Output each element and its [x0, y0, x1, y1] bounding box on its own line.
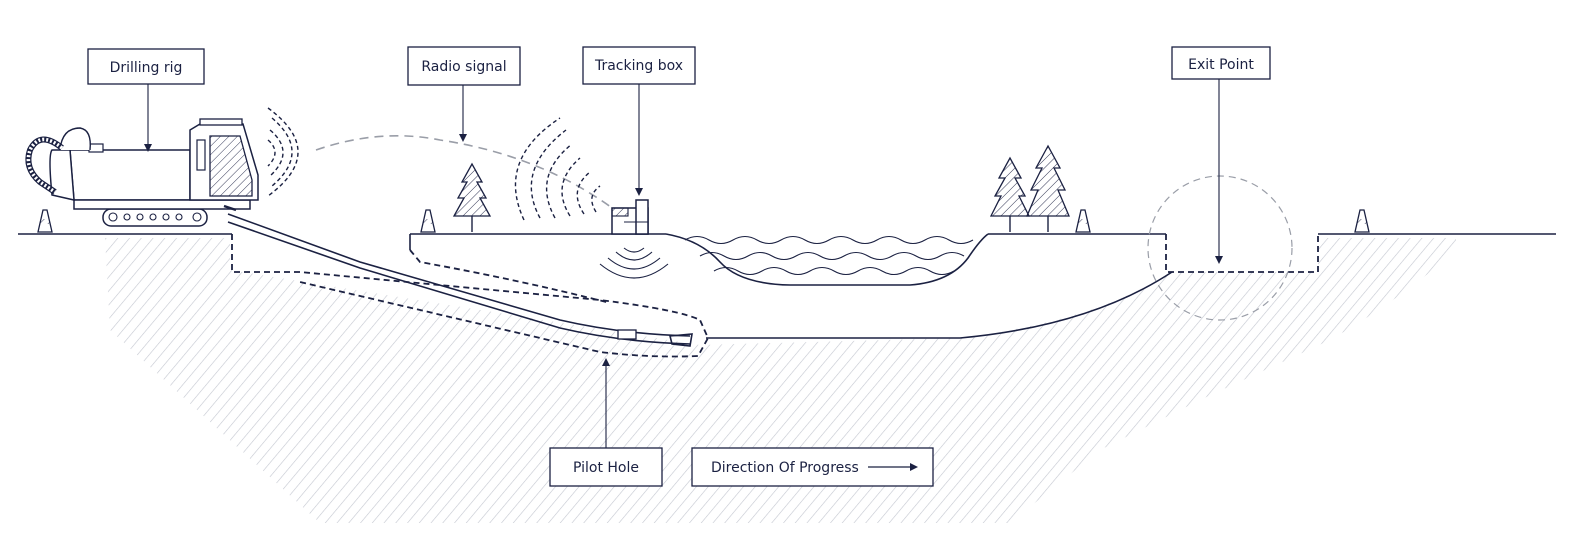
bore-path	[706, 271, 1173, 339]
underground-signal-waves	[599, 247, 669, 279]
water-wave-icon	[684, 235, 974, 276]
label-pilot-hole-text: Pilot Hole	[573, 460, 639, 476]
label-tracking-box: Tracking box	[582, 46, 696, 85]
label-direction-of-progress-text: Direction Of Progress	[711, 460, 859, 476]
label-drilling-rig: Drilling rig	[87, 48, 205, 85]
tracking-box-icon	[611, 199, 649, 235]
label-drilling-rig-text: Drilling rig	[110, 60, 183, 76]
traffic-cone-icon	[37, 209, 1370, 233]
soil-hatch	[105, 238, 1456, 523]
label-pilot-hole: Pilot Hole	[549, 447, 663, 487]
label-exit-point-text: Exit Point	[1188, 57, 1254, 73]
exit-pit	[1147, 175, 1319, 321]
radio-signal-arc	[315, 134, 616, 211]
rig-signal-waves	[267, 107, 299, 197]
tracking-signal-waves	[514, 117, 601, 221]
arrow-right-icon	[868, 463, 918, 471]
label-radio-signal: Radio signal	[407, 46, 521, 86]
leader-lines	[144, 79, 1223, 448]
drill-pipe	[227, 213, 693, 347]
label-exit-point: Exit Point	[1171, 46, 1271, 80]
drilling-rig-icon	[25, 118, 259, 227]
label-direction-of-progress: Direction Of Progress	[691, 447, 934, 487]
pilot-hole-outline	[231, 234, 710, 358]
tree-icon	[452, 144, 1070, 232]
label-tracking-box-text: Tracking box	[594, 58, 683, 74]
label-radio-signal-text: Radio signal	[421, 59, 506, 75]
